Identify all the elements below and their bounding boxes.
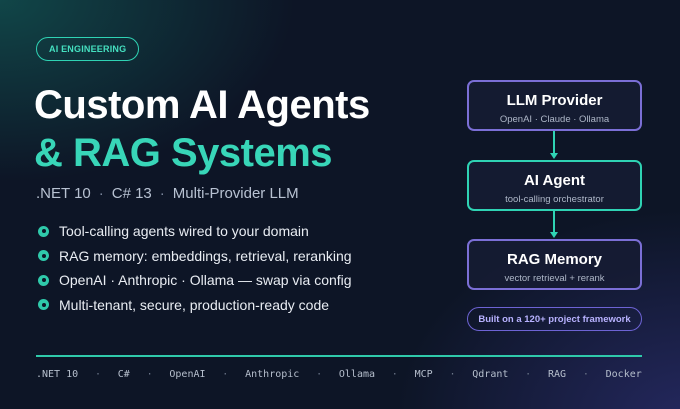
llm-provider-title: LLM Provider (506, 92, 603, 109)
feature-item: RAG memory: embeddings, retrieval, reran… (38, 244, 352, 269)
stack-separator: · (222, 369, 229, 380)
ai-agent-subtitle: tool-calling orchestrator (505, 194, 604, 205)
stack-separator: · (525, 369, 532, 380)
feature-list: Tool-calling agents wired to your domain… (38, 219, 352, 317)
stack-item: .NET 10 (36, 369, 79, 380)
tech-item: Multi-Provider LLM (172, 185, 299, 202)
ai-engineering-badge: AI ENGINEERING (36, 37, 140, 61)
rag-memory-subtitle: vector retrieval + rerank (504, 273, 605, 284)
stack-separator: · (391, 369, 398, 380)
tech-item: .NET 10 (36, 185, 91, 202)
stack-item: Docker (605, 369, 642, 380)
ai-agent-title: AI Agent (523, 172, 586, 189)
stack-item: OpenAI (169, 369, 206, 380)
stack-item: Ollama (338, 369, 376, 380)
stack-item: RAG (547, 369, 567, 380)
tech-stack-strip: .NET 10 · C# · OpenAI · Anthropic · Olla… (36, 369, 642, 380)
bullet-icon (38, 299, 49, 311)
stack-item: C# (117, 369, 130, 380)
stack-item: Qdrant (472, 369, 509, 380)
feature-text: OpenAI · Anthropic · Ollama — swap via c… (59, 272, 352, 289)
rag-memory-box: RAG Memory vector retrieval + rerank (467, 239, 642, 290)
rag-memory-title: RAG Memory (506, 251, 603, 268)
feature-item: OpenAI · Anthropic · Ollama — swap via c… (38, 268, 352, 293)
stack-separator: · (582, 369, 589, 380)
feature-item: Tool-calling agents wired to your domain (38, 219, 352, 244)
connector-line (553, 211, 555, 233)
tech-item: C# 13 (111, 185, 152, 202)
bullet-icon (38, 274, 49, 286)
feature-item: Multi-tenant, secure, production-ready c… (38, 293, 352, 318)
stack-item: MCP (414, 369, 433, 380)
stack-separator: · (146, 369, 153, 380)
feature-text: Tool-calling agents wired to your domain (59, 223, 309, 240)
stack-separator: · (449, 369, 456, 380)
headline-line-2: & RAG Systems (34, 131, 333, 175)
framework-badge: Built on a 120+ project framework (467, 307, 642, 331)
ai-agent-box: AI Agent tool-calling orchestrator (467, 160, 642, 211)
arrow-down-icon (550, 232, 558, 238)
feature-text: RAG memory: embeddings, retrieval, reran… (59, 247, 352, 264)
feature-text: Multi-tenant, secure, production-ready c… (59, 296, 330, 313)
bullet-icon (38, 225, 49, 237)
arrow-down-icon (550, 153, 558, 159)
headline-line-1: Custom AI Agents (34, 83, 370, 127)
bullet-icon (38, 250, 49, 262)
stack-separator: · (316, 369, 323, 380)
tech-separator: · (98, 185, 104, 202)
tech-line: .NET 10 · C# 13 · Multi-Provider LLM (36, 185, 299, 202)
connector-line (553, 131, 555, 154)
llm-provider-box: LLM Provider OpenAI · Claude · Ollama (467, 80, 642, 131)
stack-item: Anthropic (245, 369, 300, 380)
tech-separator: · (159, 185, 165, 202)
llm-provider-subtitle: OpenAI · Claude · Ollama (499, 114, 610, 125)
divider (36, 355, 642, 357)
stack-separator: · (94, 369, 101, 380)
